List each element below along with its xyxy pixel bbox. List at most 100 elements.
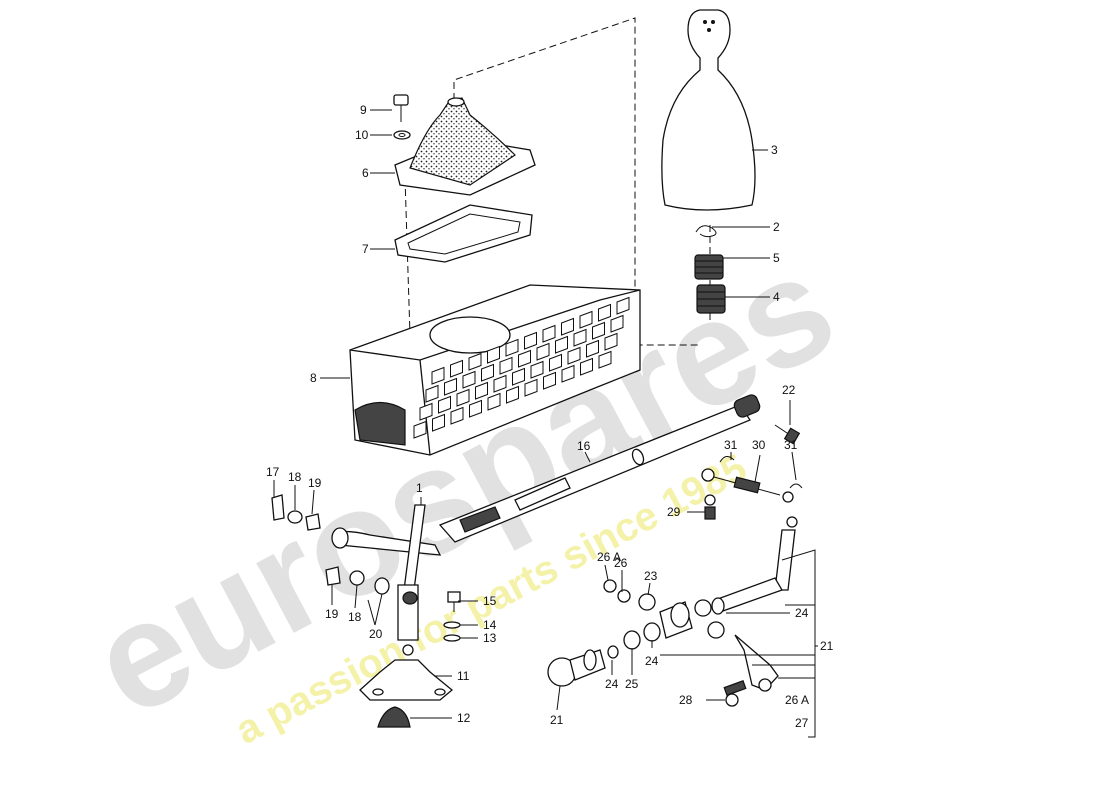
housing-rib-window (610, 314, 624, 333)
callout-15: 15 (483, 594, 497, 608)
callout-27-top: 26 A (597, 550, 621, 564)
housing-rib-window (506, 385, 519, 404)
housing-rib-window (438, 395, 451, 414)
callout-18-bottom: 18 (348, 610, 362, 624)
callout-8: 8 (310, 371, 317, 385)
callout-24-top: 23 (644, 569, 658, 583)
gasket-part-7 (394, 204, 533, 263)
leader-lines (273, 109, 818, 738)
housing-rib-window (580, 357, 593, 376)
housing-rib-window (561, 364, 575, 383)
callout-7: 7 (362, 242, 369, 256)
callout-19-bottom: 19 (325, 607, 339, 621)
washer-part-10 (393, 130, 411, 140)
housing-rib-window (450, 359, 463, 378)
callout-26: 25 (625, 677, 639, 691)
callout-3: 3 (771, 143, 778, 157)
callout-26A-top: 26 (614, 556, 628, 570)
shaft-assembly (547, 579, 779, 707)
bolt-part-15 (447, 591, 461, 612)
rubber-mount-part-12 (377, 706, 411, 728)
shift-rod-part-16 (438, 394, 761, 543)
bushing-part-5 (694, 254, 724, 280)
housing-rib-window (598, 350, 612, 369)
housing-rib-window (543, 371, 556, 390)
clip-part-31 (719, 456, 803, 489)
callout-22: 22 (782, 383, 796, 397)
housing-rib-window (419, 402, 433, 421)
housing-rib-window (413, 420, 427, 439)
housing-rib-window (549, 353, 562, 372)
shift-boot-part-6 (394, 97, 536, 196)
housing-rib-window (444, 377, 457, 396)
housing-rib-window (505, 338, 519, 357)
rod-end-part-30 (701, 468, 794, 503)
callout-26A-bottom: 26 A (785, 693, 809, 707)
callout-27-bottom: 27 (795, 716, 809, 730)
bracket-part-11 (359, 659, 454, 701)
callout-9: 9 (360, 103, 367, 117)
callout-29: 29 (667, 505, 681, 519)
housing-rib-window (555, 335, 568, 354)
callout-1: 1 (416, 481, 423, 495)
housing-rib-window (530, 360, 544, 379)
housing-rib-window (592, 321, 605, 340)
callout-17: 17 (266, 465, 280, 479)
callout-24-right: 24 (795, 606, 809, 620)
lever-part-1 (397, 504, 426, 656)
clip-part-2 (695, 225, 717, 238)
callout-11: 11 (457, 669, 470, 683)
housing-rib-window (542, 324, 556, 343)
housing-rib-window (561, 317, 574, 336)
housing-rib-window (493, 374, 507, 393)
callout-labels: 9 10 6 7 8 3 2 5 4 1 16 17 18 19 19 18 2… (266, 103, 834, 730)
callout-6: 6 (362, 166, 369, 180)
housing-rib-window (616, 296, 630, 315)
housing-rib-window (586, 339, 599, 358)
housing-rib-window (512, 367, 525, 386)
housing-rib-window (469, 399, 482, 418)
callout-19-top: 19 (308, 476, 322, 490)
callout-24-bottom: 24 (645, 654, 659, 668)
callout-2: 2 (773, 220, 780, 234)
housing-ribs (413, 296, 630, 439)
housing-rib-window (425, 384, 439, 403)
selector-arm (711, 516, 798, 615)
screw-part-22 (774, 424, 801, 445)
shift-knob (661, 9, 756, 211)
housing-rib-window (432, 413, 445, 432)
callout-12: 12 (457, 711, 471, 725)
callout-23: 21 (550, 713, 564, 727)
bushings-17-20 (271, 494, 418, 605)
housing-rib-window (573, 328, 587, 347)
housing-rib-window (604, 332, 618, 351)
housing-rib-window (431, 366, 445, 385)
callout-5: 5 (773, 251, 780, 265)
screw-part-9 (393, 94, 409, 122)
nipple-part-29 (704, 494, 716, 520)
callout-28: 28 (679, 693, 693, 707)
housing-rib-window (456, 388, 470, 407)
housing-rib-window (487, 392, 501, 411)
bushing-part-4 (696, 284, 726, 314)
callout-25: 24 (605, 677, 619, 691)
housing-rib-window (499, 356, 513, 375)
callout-14: 14 (483, 618, 497, 632)
housing-rib-window (524, 378, 538, 397)
callout-18-top: 18 (288, 470, 302, 484)
housing-rib-window (598, 303, 611, 322)
housing-rib-window (462, 370, 476, 389)
housing-rib-window (468, 352, 482, 371)
housing-rib-window (475, 381, 488, 400)
housing-rib-window (481, 363, 494, 382)
housing-rib-window (579, 310, 593, 329)
callout-13: 13 (483, 631, 497, 645)
housing-rib-window (567, 346, 581, 365)
callout-30: 30 (752, 438, 766, 452)
callout-31-right: 31 (784, 438, 798, 452)
callout-20: 20 (369, 627, 383, 641)
housing-rib-window (487, 345, 500, 364)
callout-10: 10 (355, 128, 369, 142)
